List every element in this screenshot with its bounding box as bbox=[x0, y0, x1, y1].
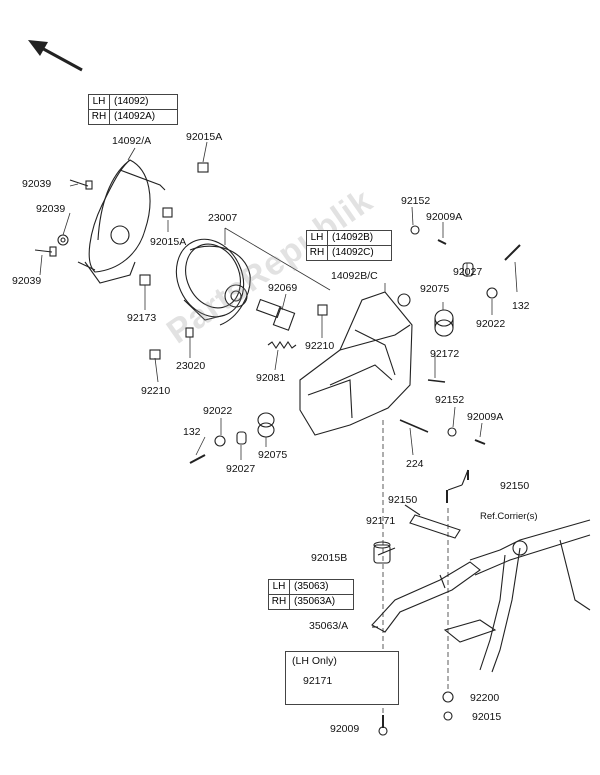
part-label: 92171 bbox=[366, 515, 396, 527]
lh-only-title: (LH Only) bbox=[292, 655, 337, 667]
part-label: 92075 bbox=[420, 283, 450, 295]
part-label: 92027 bbox=[226, 463, 256, 475]
screw-92009a-top bbox=[437, 239, 447, 245]
part-label: 132 bbox=[512, 300, 530, 312]
headlight-unit-23007 bbox=[175, 238, 251, 326]
plate-92171 bbox=[409, 514, 461, 539]
part-number: (35063A) bbox=[294, 596, 336, 607]
part-label: 92015A bbox=[186, 131, 223, 143]
part-label: 92210 bbox=[305, 340, 335, 352]
washer-92009 bbox=[378, 726, 388, 736]
part-label: 92200 bbox=[470, 692, 500, 704]
part-label: 92173 bbox=[127, 312, 157, 324]
washer-92200 bbox=[442, 691, 454, 703]
side-rh: RH bbox=[89, 110, 110, 124]
part-label: 35063/A bbox=[309, 620, 349, 632]
part-label: 92152 bbox=[435, 394, 465, 406]
rubber-92075-right bbox=[434, 309, 454, 337]
washer-92152-top bbox=[410, 225, 420, 235]
part-number: (35063) bbox=[294, 581, 329, 592]
side-table-14092: LH (14092) RH (14092A) bbox=[88, 94, 178, 125]
part-label: 92081 bbox=[256, 372, 286, 384]
side-lh: LH bbox=[89, 95, 110, 109]
ref-note: Ref.Corrier(s) bbox=[480, 511, 538, 522]
part-label: 14092/A bbox=[112, 135, 152, 147]
part-label: 92075 bbox=[258, 449, 288, 461]
side-table-35063: LH (35063) RH (35063A) bbox=[268, 579, 354, 610]
side-lh: LH bbox=[307, 231, 328, 245]
part-label: 92172 bbox=[430, 348, 460, 360]
clip-92015a-top bbox=[197, 162, 209, 173]
fastener-92039 bbox=[34, 179, 93, 257]
washer-92152-lower bbox=[447, 427, 457, 437]
part-label: 132 bbox=[183, 426, 201, 438]
part-label: 92015B bbox=[311, 552, 348, 564]
part-label: 92009 bbox=[330, 723, 360, 735]
clip-92173 bbox=[139, 274, 151, 286]
headlight-bracket-14092b bbox=[299, 291, 413, 436]
side-table-14092b: LH (14092B) RH (14092C) bbox=[306, 230, 392, 261]
screw-92009a-lower bbox=[474, 439, 486, 445]
part-label: 23020 bbox=[176, 360, 206, 372]
part-label: 92015 bbox=[472, 711, 502, 723]
screw-92172 bbox=[427, 379, 446, 383]
part-label: 92022 bbox=[203, 405, 233, 417]
part-label: 92152 bbox=[401, 195, 431, 207]
clip-92210-left bbox=[149, 349, 161, 360]
part-label: 14092B/C bbox=[331, 270, 378, 282]
part-number: (14092C) bbox=[332, 247, 374, 258]
part-label: 92015A bbox=[150, 236, 187, 248]
lh-only-box bbox=[285, 651, 399, 705]
lh-only-part: 92171 bbox=[303, 675, 333, 687]
collar-92027-left bbox=[236, 431, 247, 445]
collar-92027-right bbox=[462, 262, 474, 277]
rubber-92075-left bbox=[257, 412, 275, 438]
washer-92022-left bbox=[214, 435, 226, 447]
collar-92015b bbox=[373, 541, 391, 564]
headlight-bracket-14092 bbox=[77, 159, 166, 284]
part-label: 92039 bbox=[12, 275, 42, 287]
clip-92210-right bbox=[317, 304, 328, 316]
part-label: 92009A bbox=[426, 211, 463, 223]
bolt-224 bbox=[399, 419, 429, 433]
clip-92015a-mid bbox=[162, 207, 173, 218]
bolt-132-left bbox=[189, 454, 206, 464]
part-number: (14092A) bbox=[114, 111, 156, 122]
front-direction-arrow bbox=[28, 40, 83, 72]
part-label: 23007 bbox=[208, 212, 238, 224]
nut-92015 bbox=[443, 711, 453, 721]
part-label: 92150 bbox=[500, 480, 530, 492]
side-rh: RH bbox=[269, 595, 290, 609]
washer-92022-right bbox=[486, 287, 498, 299]
part-label: 92009A bbox=[467, 411, 504, 423]
nut-23020 bbox=[185, 327, 194, 338]
spring-92081 bbox=[267, 341, 297, 349]
side-lh: LH bbox=[269, 580, 290, 594]
part-number: (14092) bbox=[114, 96, 149, 107]
reference-carrier-frame bbox=[443, 469, 591, 673]
bulb-92069 bbox=[255, 298, 296, 331]
part-label: 224 bbox=[406, 458, 424, 470]
part-number: (14092B) bbox=[332, 232, 374, 243]
part-label: 92027 bbox=[453, 266, 483, 278]
side-rh: RH bbox=[307, 246, 328, 260]
part-label: 92039 bbox=[22, 178, 52, 190]
part-label: 92069 bbox=[268, 282, 298, 294]
bolt-132-right bbox=[504, 244, 521, 261]
part-label: 92039 bbox=[36, 203, 66, 215]
part-label: 92150 bbox=[388, 494, 418, 506]
part-label: 92210 bbox=[141, 385, 171, 397]
part-label: 92022 bbox=[476, 318, 506, 330]
bracket-35063 bbox=[371, 561, 481, 633]
